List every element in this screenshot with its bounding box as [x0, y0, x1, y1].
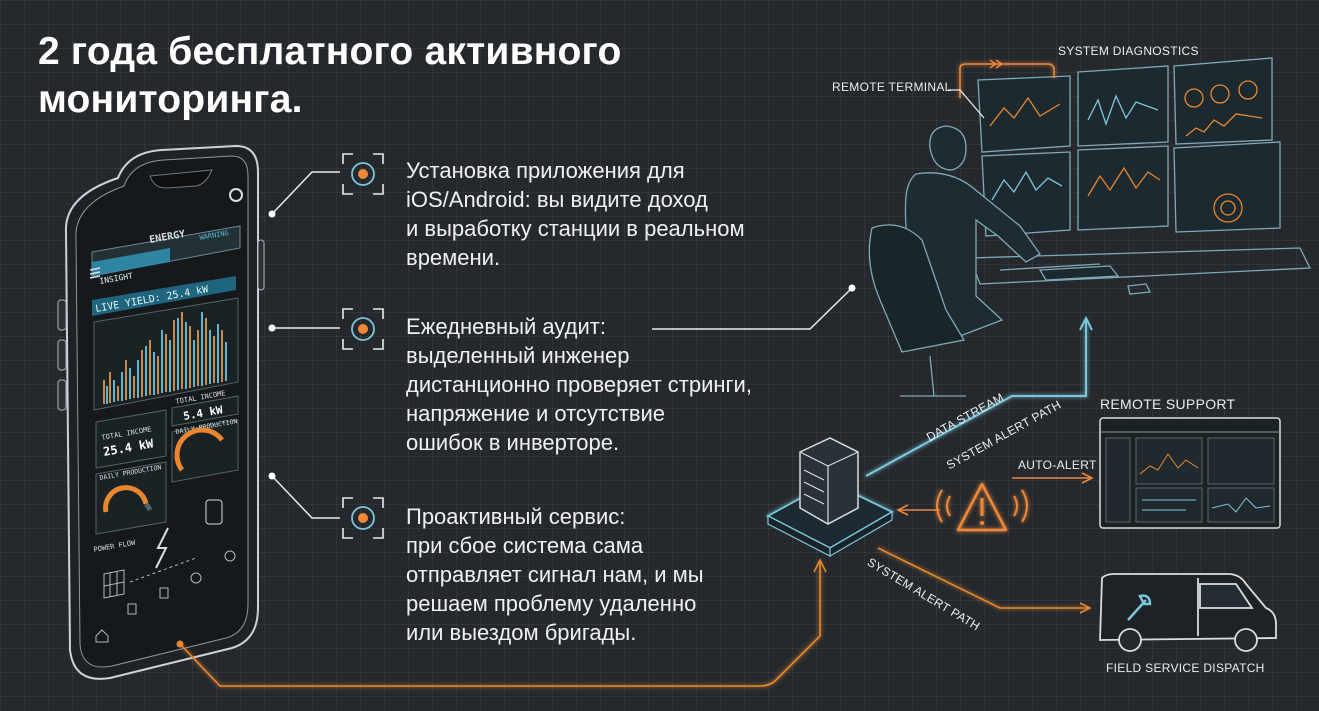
- feature-audit: Ежедневный аудит: выделенный инженер дис…: [406, 312, 752, 457]
- field-service-dispatch-label: FIELD SERVICE DISPATCH: [1106, 661, 1265, 675]
- solar-panel-icon: [103, 569, 125, 599]
- smartphone-mockup: ENERGY INSIGHT WARNING LIVE YIELD: 25.4 …: [57, 144, 265, 680]
- feature-audit-line-1: Ежедневный аудит:: [406, 314, 606, 339]
- feature-app-line-3: и выработку станции в реальном: [406, 216, 745, 241]
- feature-app-line-4: времени.: [406, 245, 501, 270]
- feature-proactive-line-1: Проактивный сервис:: [406, 504, 626, 529]
- nav-bars-icon[interactable]: [159, 587, 169, 599]
- warning-icon: [936, 482, 1028, 532]
- remote-support-label: REMOTE SUPPORT: [1100, 396, 1236, 412]
- target-icon-1: [342, 153, 384, 195]
- feature-audit-line-2: выделенный инженер: [406, 343, 630, 368]
- feature-app: Установка приложения для iOS/Android: вы…: [406, 156, 745, 272]
- battery-icon: [205, 499, 223, 525]
- auto-alert-label: AUTO-ALERT: [1018, 458, 1097, 472]
- yield-bar-chart: [103, 312, 227, 404]
- daily-production-gauge: [103, 485, 149, 513]
- remote-support-dashboard: [1099, 417, 1281, 529]
- title-line-1: 2 года бесплатного активного: [38, 30, 622, 73]
- dispatch-path: [877, 547, 1088, 609]
- system-diagnostics-label: SYSTEM DIAGNOSTICS: [1058, 44, 1199, 58]
- data-stream-path: [865, 320, 1087, 477]
- feature-proactive-line-5: или выездом бригады.: [406, 620, 637, 645]
- alert-return-path: [179, 562, 821, 687]
- nav-settings-icon[interactable]: [190, 572, 202, 584]
- target-icon-2: [342, 308, 384, 350]
- title-line-2: мониторинга.: [38, 78, 303, 121]
- feature-audit-line-5: ошибок в инверторе.: [406, 430, 620, 455]
- nav-profile-icon[interactable]: [224, 550, 236, 562]
- feature-audit-line-3: дистанционно проверяет стринги,: [406, 372, 752, 397]
- feature-proactive: Проактивный сервис: при сбое система сам…: [406, 502, 704, 647]
- remote-terminal-label: REMOTE TERMINAL: [832, 80, 952, 94]
- feature-proactive-line-2: при сбое система сама: [406, 533, 644, 558]
- feature-audit-line-4: напряжение и отсутствие: [406, 401, 666, 426]
- nav-stats-icon[interactable]: [127, 603, 137, 615]
- service-van-icon: [1099, 573, 1277, 652]
- feature-proactive-line-4: решаем проблему удаленно: [406, 591, 697, 616]
- audit-connector: [652, 287, 853, 330]
- feature-app-line-2: iOS/Android: вы видите доход: [406, 187, 708, 212]
- feature-proactive-line-3: отправляет сигнал нам, и мы: [406, 562, 704, 587]
- gear-icon[interactable]: [229, 188, 243, 202]
- terminal-link: [959, 63, 1055, 98]
- server-icon: [766, 437, 894, 558]
- monitoring-workstation: [868, 57, 1312, 397]
- feature-connectors: [271, 171, 340, 519]
- menu-icon[interactable]: [89, 267, 101, 279]
- daily-production-gauge-2: [174, 427, 224, 472]
- lightning-icon: [155, 527, 169, 569]
- feature-app-line-1: Установка приложения для: [406, 158, 685, 183]
- home-icon[interactable]: [95, 629, 109, 643]
- page-title: 2 года бесплатного активного мониторинга…: [38, 28, 621, 124]
- target-icon-3: [342, 497, 384, 539]
